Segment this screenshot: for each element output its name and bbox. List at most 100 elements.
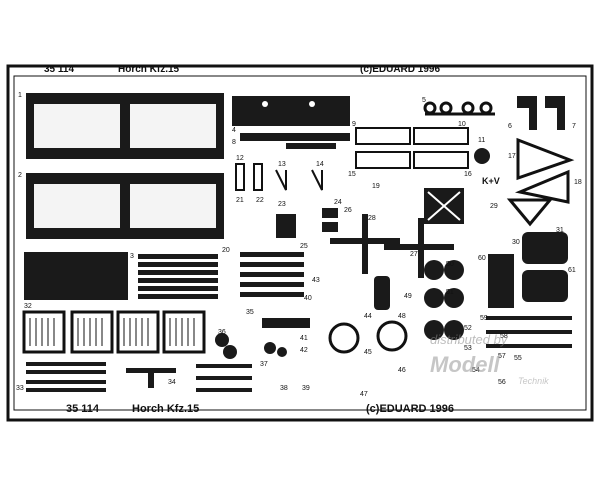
svg-text:23: 23 <box>278 201 286 208</box>
svg-text:21: 21 <box>236 197 244 204</box>
svg-text:14: 14 <box>316 161 324 168</box>
part-radiator-fins <box>29 318 195 346</box>
svg-text:25: 25 <box>300 243 308 250</box>
svg-text:10: 10 <box>458 121 466 128</box>
svg-text:18: 18 <box>574 179 582 186</box>
fret-title: Horch Kfz.15 <box>132 403 199 415</box>
svg-text:47: 47 <box>360 391 368 398</box>
part-windscreen-bottom <box>26 173 224 239</box>
svg-text:61: 61 <box>568 267 576 274</box>
part-strips-bottom-mid <box>196 364 252 392</box>
svg-text:40: 40 <box>304 295 312 302</box>
svg-text:58: 58 <box>500 333 508 340</box>
distributor-watermark: distributed by Modell Technik <box>430 332 549 386</box>
svg-text:7: 7 <box>572 123 576 130</box>
svg-text:44: 44 <box>364 313 372 320</box>
kv-label: K+V <box>482 176 500 186</box>
part-levers <box>235 163 323 191</box>
svg-text:distributed by: distributed by <box>430 332 509 347</box>
part-slats-left <box>138 254 218 299</box>
svg-text:16: 16 <box>464 171 472 178</box>
svg-text:26: 26 <box>344 207 352 214</box>
part-side-panels <box>355 127 469 169</box>
part-t-bar <box>126 368 176 388</box>
svg-text:46: 46 <box>398 367 406 374</box>
svg-text:51: 51 <box>446 289 454 296</box>
part-strips-bottom-right <box>486 316 572 348</box>
fret-frame-inner <box>13 75 587 411</box>
svg-text:45: 45 <box>364 349 372 356</box>
svg-text:37: 37 <box>260 361 268 368</box>
svg-text:34: 34 <box>168 379 176 386</box>
svg-text:54: 54 <box>472 367 480 374</box>
svg-text:2: 2 <box>18 172 22 179</box>
svg-text:53: 53 <box>464 345 472 352</box>
top-title-text: Horch Kfz.15 <box>118 64 180 75</box>
svg-text:31: 31 <box>556 227 564 234</box>
part-dash-strip <box>240 133 350 149</box>
svg-text:Modell: Modell <box>430 352 501 377</box>
part-knob <box>474 148 490 164</box>
part-triangles <box>506 137 575 227</box>
part-rings <box>328 320 408 354</box>
svg-text:4: 4 <box>232 127 236 134</box>
part-tall-plate <box>488 254 514 308</box>
svg-text:60: 60 <box>478 255 486 262</box>
svg-text:27: 27 <box>410 251 418 258</box>
part-right-plates <box>522 232 568 302</box>
svg-text:57: 57 <box>498 353 506 360</box>
svg-text:50: 50 <box>446 261 454 268</box>
svg-text:52: 52 <box>464 325 472 332</box>
top-copyright-text: (c)EDUARD 1996 <box>360 64 440 75</box>
svg-text:38: 38 <box>280 385 288 392</box>
part-slats-mid <box>240 252 304 297</box>
part-cross-frame <box>330 214 454 278</box>
svg-text:41: 41 <box>300 335 308 342</box>
svg-text:59: 59 <box>480 315 488 322</box>
part-hatch <box>424 188 464 224</box>
svg-text:17: 17 <box>508 153 516 160</box>
svg-text:9: 9 <box>352 121 356 128</box>
part-number-labels: 1 2 3 4 5 6 7 8 9 10 11 12 13 14 15 16 1… <box>16 92 582 398</box>
svg-text:55: 55 <box>514 355 522 362</box>
svg-text:11: 11 <box>478 137 485 144</box>
part-wheel-discs <box>424 260 464 340</box>
svg-text:12: 12 <box>236 155 244 162</box>
svg-text:42: 42 <box>300 347 308 354</box>
svg-text:19: 19 <box>372 183 380 190</box>
svg-text:30: 30 <box>512 239 520 246</box>
part-dashboard <box>232 96 350 126</box>
svg-text:8: 8 <box>232 139 236 146</box>
top-catalog-text: 35 114 <box>44 64 74 75</box>
fret-catalog-number: 35 114 <box>66 403 100 415</box>
svg-text:28: 28 <box>368 215 376 222</box>
svg-text:6: 6 <box>508 123 512 130</box>
svg-text:22: 22 <box>256 197 264 204</box>
svg-text:Technik: Technik <box>518 376 549 386</box>
fret-frame-outer <box>6 64 594 422</box>
svg-text:32: 32 <box>24 303 32 310</box>
svg-text:35: 35 <box>246 309 254 316</box>
svg-text:1: 1 <box>18 92 22 99</box>
part-strips-bottom-left <box>26 362 106 392</box>
part-grille <box>24 252 128 300</box>
svg-text:29: 29 <box>490 203 498 210</box>
svg-text:13: 13 <box>278 161 286 168</box>
svg-text:3: 3 <box>130 253 134 260</box>
part-bracket <box>517 96 565 130</box>
part-radiators <box>22 310 206 354</box>
part-windscreen-top <box>26 93 224 159</box>
svg-text:20: 20 <box>222 247 230 254</box>
part-hooks <box>423 101 495 116</box>
svg-text:43: 43 <box>312 277 320 284</box>
svg-text:48: 48 <box>398 313 406 320</box>
svg-text:56: 56 <box>498 379 506 386</box>
svg-text:5: 5 <box>422 97 426 104</box>
svg-text:15: 15 <box>348 171 356 178</box>
svg-text:39: 39 <box>302 385 310 392</box>
svg-text:33: 33 <box>16 385 24 392</box>
svg-text:49: 49 <box>404 293 412 300</box>
svg-text:36: 36 <box>218 329 226 336</box>
fret-copyright: (c)EDUARD 1996 <box>366 403 454 415</box>
